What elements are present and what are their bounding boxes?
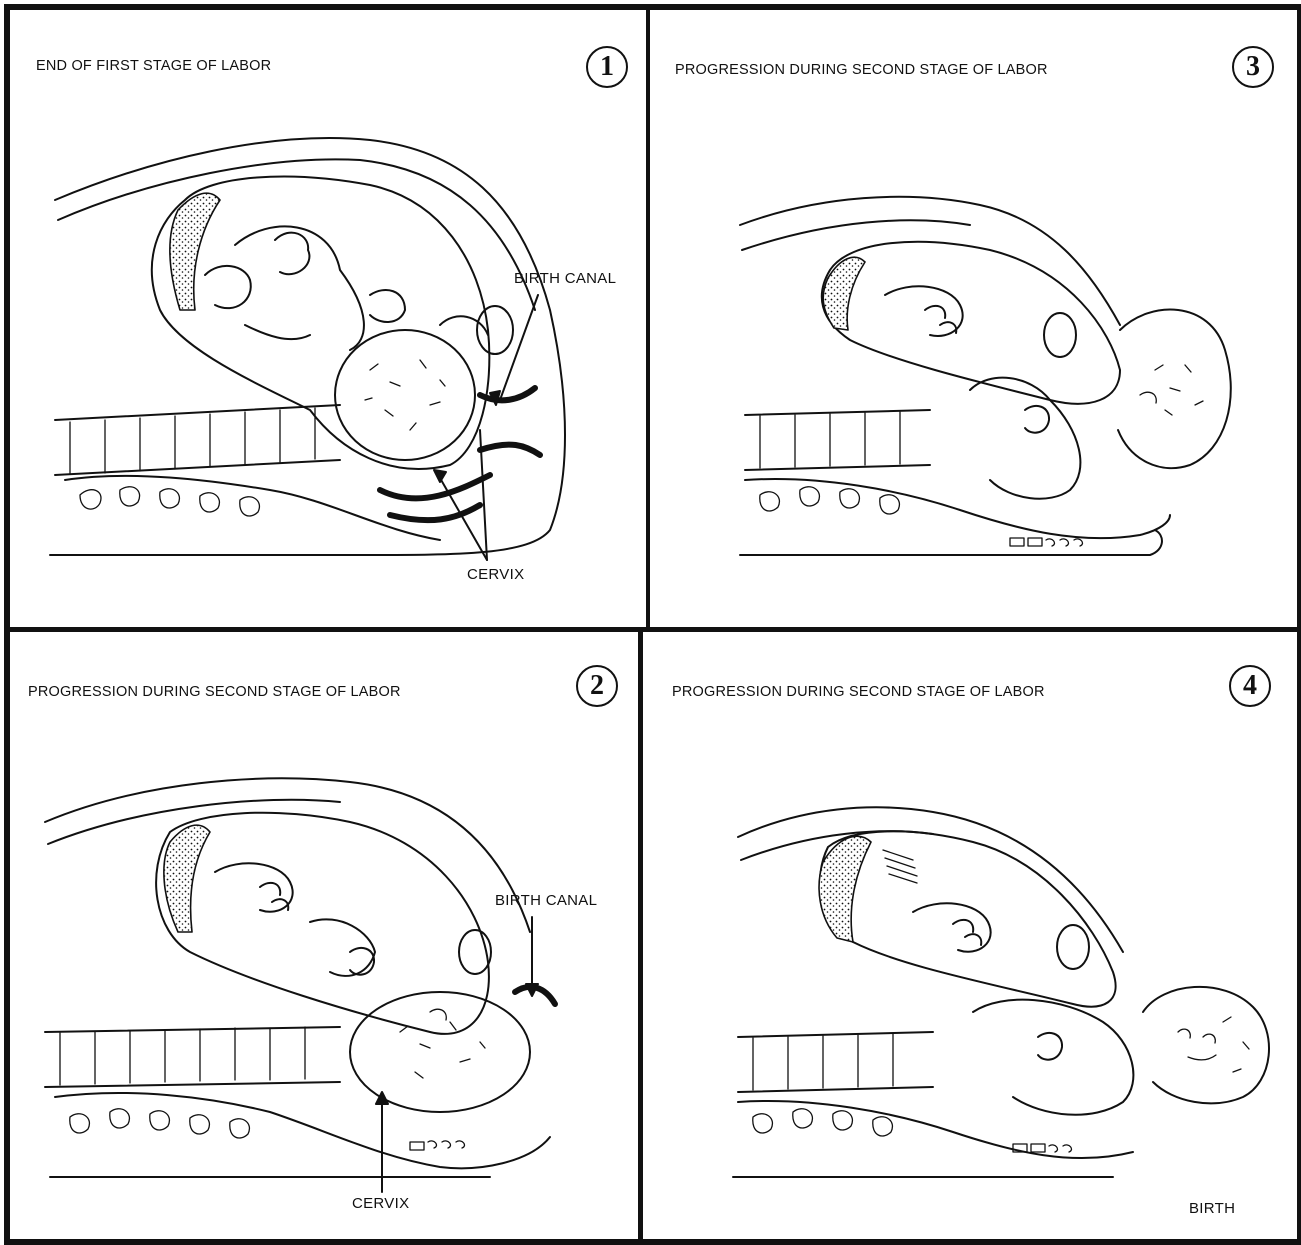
- diagram-frame: END OF FIRST STAGE OF LABOR 1 BIRTH CANA…: [4, 4, 1301, 1245]
- panel-4: PROGRESSION DURING SECOND STAGE OF LABOR…: [643, 632, 1297, 1239]
- panel-1-illustration: [10, 10, 646, 627]
- panel-2: PROGRESSION DURING SECOND STAGE OF LABOR…: [10, 632, 643, 1239]
- panel-3: PROGRESSION DURING SECOND STAGE OF LABOR…: [650, 10, 1297, 632]
- panel-4-illustration: [643, 632, 1297, 1239]
- panel-1: END OF FIRST STAGE OF LABOR 1 BIRTH CANA…: [10, 10, 650, 632]
- panel-3-illustration: [650, 10, 1297, 627]
- panel-2-illustration: [10, 632, 638, 1239]
